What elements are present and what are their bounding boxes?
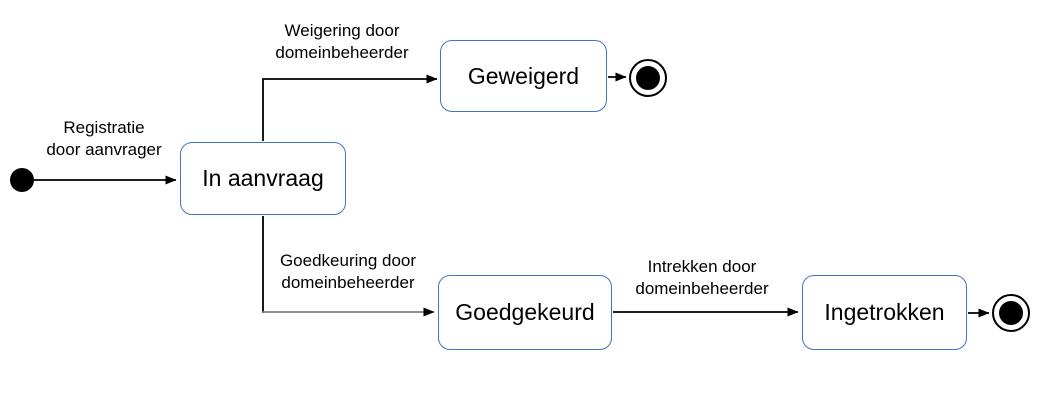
transition-label-line: Registratie	[63, 118, 145, 137]
transition-label-line: Weigering door	[284, 21, 400, 40]
transition-label-goedkeuring: Goedkeuring door domeinbeheerder	[258, 250, 438, 294]
transition-label-line: Goedkeuring door	[279, 251, 417, 270]
state-in-aanvraag: In aanvraag	[180, 142, 346, 215]
transition-label-intrekken: Intrekken door domeinbeheerder	[612, 256, 792, 300]
state-geweigerd: Geweigerd	[440, 40, 607, 112]
transition-label-line: Intrekken door	[647, 257, 757, 276]
state-ingetrokken-label: Ingetrokken	[824, 299, 945, 325]
state-goedgekeurd-label: Goedgekeurd	[455, 299, 595, 325]
final-state-node-top	[629, 59, 667, 97]
final-state-inner-dot	[636, 66, 660, 90]
transition-label-line: door aanvrager	[46, 140, 162, 159]
connector-in-aanvraag-to-geweigerd	[262, 74, 438, 141]
transition-label-line: domeinbeheerder	[275, 43, 409, 62]
final-state-node-bottom	[992, 294, 1030, 332]
transition-label-line: domeinbeheerder	[281, 273, 415, 292]
state-ingetrokken: Ingetrokken	[802, 275, 967, 350]
state-geweigerd-label: Geweigerd	[467, 62, 580, 89]
transition-label-weigering: Weigering door domeinbeheerder	[252, 20, 432, 64]
final-state-inner-dot	[999, 301, 1023, 325]
initial-state-node	[10, 168, 34, 192]
state-in-aanvraag-label: In aanvraag	[202, 165, 324, 191]
transition-label-line: domeinbeheerder	[635, 279, 769, 298]
state-goedgekeurd: Goedgekeurd	[438, 275, 612, 350]
transition-label-registratie: Registratie door aanvrager	[14, 117, 194, 161]
